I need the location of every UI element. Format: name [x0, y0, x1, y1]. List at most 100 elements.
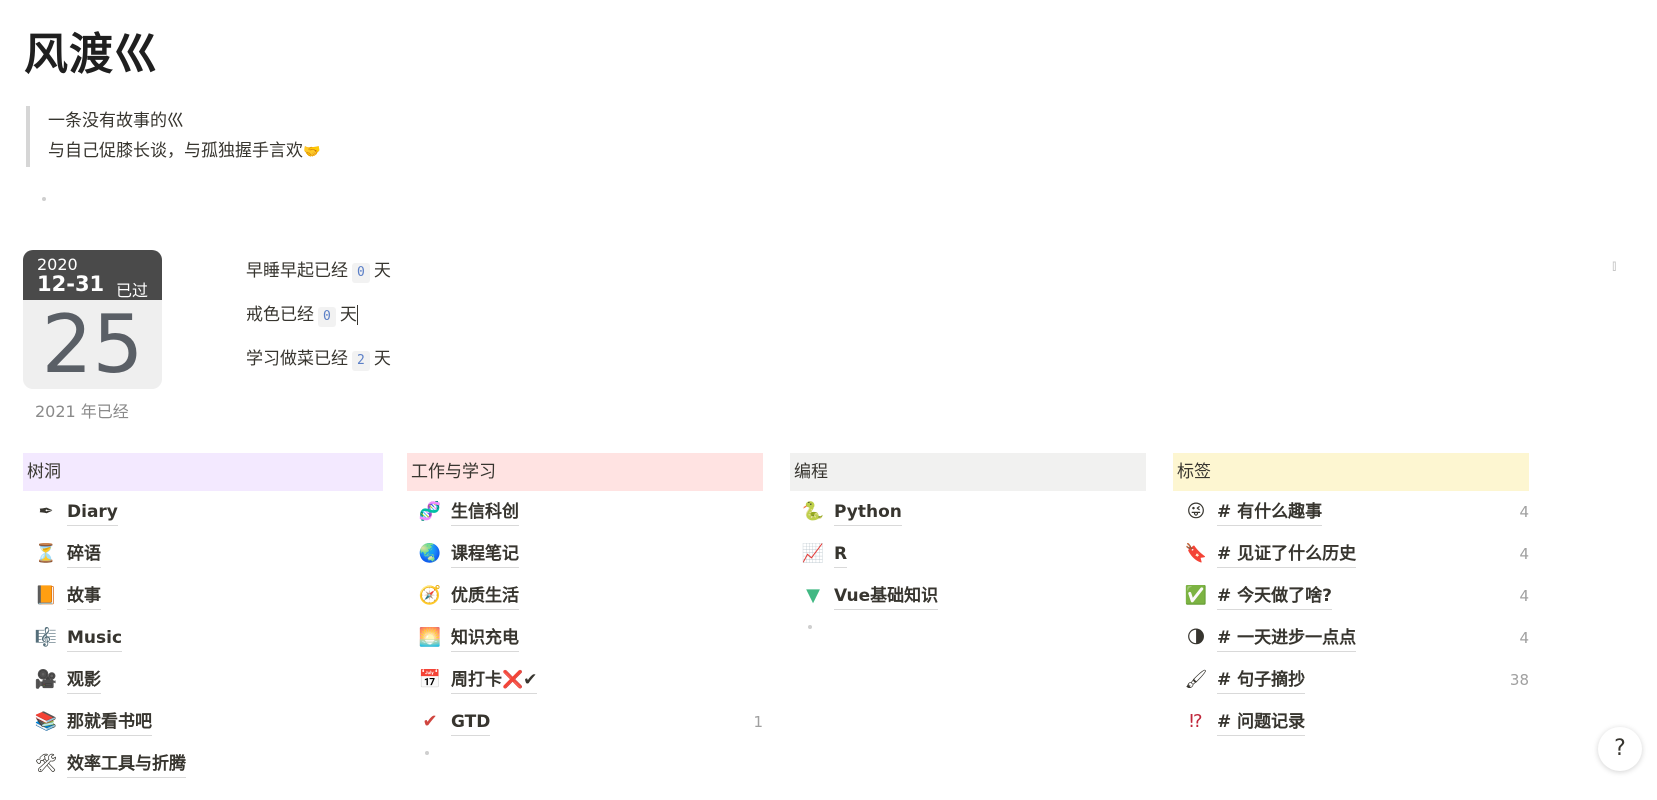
globe-icon: 🌏: [418, 543, 442, 564]
item-count: 4: [1519, 545, 1529, 563]
tag-link-label: # 见证了什么历史: [1217, 544, 1357, 568]
page-link-label: GTD: [451, 712, 491, 736]
tag-link[interactable]: ⁉ # 问题记录: [1173, 701, 1529, 743]
check-circle-icon: ✔: [422, 711, 438, 732]
hourglass-icon: ⏳: [34, 543, 58, 564]
bookmark-icon: 🔖: [1184, 543, 1208, 564]
counter-value: 0: [318, 307, 336, 327]
calendar-passed-label: 已过: [115, 281, 148, 300]
counter-suffix: 天: [373, 349, 391, 369]
quote-line-1: 一条没有故事的巛: [48, 111, 184, 131]
calendar-header: 2020 12-31 已过: [23, 250, 162, 300]
page-link[interactable]: 🎼Music: [23, 617, 383, 659]
vue-icon: ▼: [806, 585, 820, 606]
page-link[interactable]: 🐍Python: [790, 491, 1146, 533]
page-link-label: 效率工具与折腾: [67, 754, 186, 778]
page-link[interactable]: 🌏 课程笔记: [407, 533, 763, 575]
winking-face-icon: 😜: [1186, 501, 1206, 522]
tag-link-label: # 有什么趣事: [1217, 502, 1323, 526]
page-link-label: Diary: [67, 502, 118, 526]
books-icon: 📚: [34, 711, 58, 732]
tools-icon: 🛠: [34, 753, 58, 774]
tag-link-label: # 句子摘抄: [1217, 670, 1306, 694]
empty-block-dot[interactable]: [808, 625, 812, 629]
sunrise-icon: 🌅: [418, 627, 442, 648]
quote-block: 一条没有故事的巛 与自己促膝长谈，与孤独握手言欢🤝: [26, 106, 320, 167]
page-link[interactable]: 🛠 效率工具与折腾: [23, 743, 383, 785]
item-count: 38: [1509, 671, 1529, 689]
page-link[interactable]: 🧭优质生活: [407, 575, 763, 617]
quote-line-2-text: 与自己促膝长谈，与孤独握手言欢: [48, 141, 303, 161]
handshake-icon: 🤝: [303, 144, 321, 160]
calendar-icon: 📅: [418, 669, 442, 690]
item-count: 4: [1519, 503, 1529, 521]
item-count: 1: [753, 713, 763, 731]
tag-link[interactable]: ✅# 今天做了啥?4: [1173, 575, 1529, 617]
column-header: 标签: [1173, 453, 1529, 491]
page-link[interactable]: ✔ GTD 1: [407, 701, 763, 743]
tag-link-label: # 一天进步一点点: [1217, 628, 1357, 652]
page-link-label: 知识充电: [451, 628, 519, 652]
page-link[interactable]: 🧬 生信科创: [407, 491, 763, 533]
movie-camera-icon: 🎥: [34, 669, 58, 690]
compass-icon: 🧭: [418, 585, 442, 606]
empty-block-dot[interactable]: [425, 751, 429, 755]
question-exclamation-icon: ⁉: [1189, 711, 1203, 732]
column-header: 编程: [790, 453, 1146, 491]
page-link[interactable]: 🎥观影: [23, 659, 383, 701]
calendar-caption: 2021 年已经: [35, 402, 129, 421]
calendar-widget: 2020 12-31 已过 25: [23, 250, 162, 389]
page-link-label: 周打卡❌✔: [451, 670, 538, 694]
page-link[interactable]: 📅 周打卡❌✔: [407, 659, 763, 701]
embed-handle-icon[interactable]: ⫾: [1612, 258, 1617, 274]
page-link[interactable]: 📚 那就看书吧: [23, 701, 383, 743]
page-title: 风渡巛: [24, 29, 159, 80]
counter-prefix: 早睡早起已经: [246, 261, 348, 281]
counter-value: 0: [352, 263, 370, 283]
column-work-study: 工作与学习 🧬生信科创 🌏课程笔记 🧭优质生活 🌅知识充电 📅周打卡❌✔ ✔GT…: [407, 453, 763, 755]
counter-prefix: 戒色已经: [246, 305, 314, 325]
item-count: 4: [1519, 629, 1529, 647]
check-box-icon: ✅: [1184, 585, 1208, 606]
calendar-big-number: 25: [41, 298, 144, 389]
calendar-year: 2020: [37, 255, 78, 274]
help-button[interactable]: ?: [1598, 727, 1642, 771]
page-link[interactable]: ⏳ 碎语: [23, 533, 383, 575]
page-link[interactable]: 📙 故事: [23, 575, 383, 617]
tag-link-label: # 问题记录: [1217, 712, 1306, 736]
page-link[interactable]: ✒Diary: [23, 491, 383, 533]
item-count: 4: [1519, 587, 1529, 605]
page-link-label: 碎语: [67, 544, 101, 568]
column-shudong: 树洞 ✒Diary ⏳ 碎语 📙 故事 🎼Music 🎥观影 📚 那就看书吧 🛠 效率工…: [23, 453, 383, 785]
page-link[interactable]: 🌅 知识充电: [407, 617, 763, 659]
column-header: 树洞: [23, 453, 383, 491]
empty-block-dot[interactable]: [42, 197, 46, 201]
page-link-label: Music: [67, 628, 123, 652]
page-link-label: Vue基础知识: [834, 586, 939, 610]
tag-link[interactable]: 🔖 # 见证了什么历史 4: [1173, 533, 1529, 575]
page-link-label: 故事: [67, 586, 101, 610]
book-icon: 📙: [34, 585, 58, 606]
counter-suffix: 天: [373, 261, 391, 281]
counter-prefix: 学习做菜已经: [246, 349, 348, 369]
python-icon: 🐍: [801, 501, 825, 522]
page-link[interactable]: 📈R: [790, 533, 1146, 575]
quote-line-2: 与自己促膝长谈，与孤独握手言欢🤝: [48, 136, 320, 167]
page-link[interactable]: ▼ Vue基础知识: [790, 575, 1146, 617]
column-programming: 编程 🐍Python 📈R ▼ Vue基础知识: [790, 453, 1146, 629]
chart-icon: 📈: [801, 543, 825, 564]
calendar-date: 12-31: [37, 272, 105, 296]
counter-suffix: 天: [339, 305, 357, 325]
page-link-label: 课程笔记: [451, 544, 519, 568]
dna-icon: 🧬: [418, 501, 442, 522]
page-link-label: 那就看书吧: [67, 712, 152, 736]
page-link-label: 生信科创: [451, 502, 519, 526]
tag-link[interactable]: 😜 # 有什么趣事 4: [1173, 491, 1529, 533]
